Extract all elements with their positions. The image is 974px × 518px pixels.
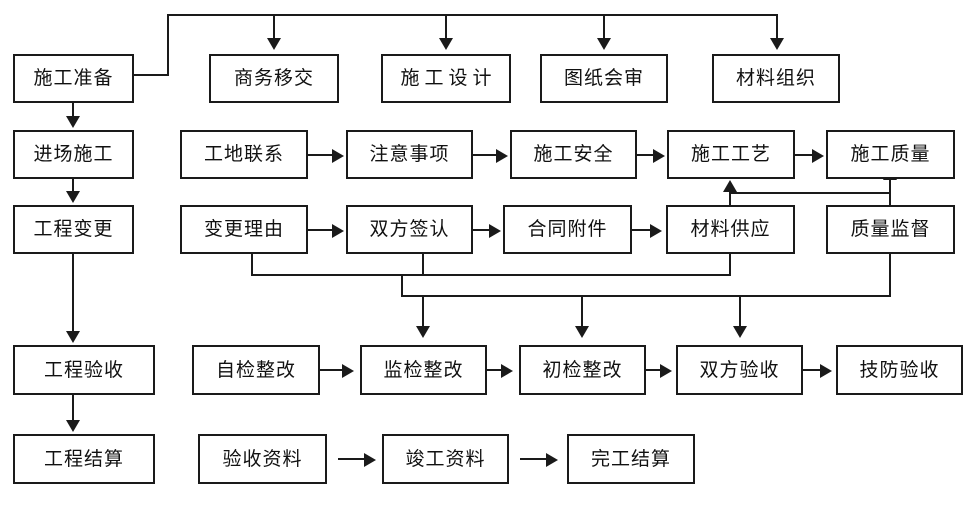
node-contract-attachment[interactable]: 合同附件 (503, 205, 632, 254)
connector-acceptance-to-settlement (72, 372, 74, 422)
arrow-to-supervision-rectify-chain (342, 364, 354, 378)
arrow-to-construction-quality (812, 149, 824, 163)
node-acceptance-documents[interactable]: 验收资料 (198, 434, 327, 484)
connector-acceptdoc-to-completiondoc (338, 458, 366, 460)
node-material-supply[interactable]: 材料供应 (666, 205, 795, 254)
connector-mid-bus-lower-left-riser (401, 274, 403, 296)
connector-mid-bus-lower (401, 295, 891, 297)
node-notice-items[interactable]: 注意事项 (346, 130, 473, 179)
connector-supply-drop (729, 254, 731, 276)
node-site-contact[interactable]: 工地联系 (180, 130, 308, 179)
node-technical-defense-acceptance[interactable]: 技防验收 (836, 345, 963, 395)
arrow-to-engineering-change (66, 191, 80, 203)
connector-notice-to-safety (473, 154, 498, 156)
arrow-to-tech-acceptance (820, 364, 832, 378)
arrow-to-final-settlement (546, 453, 558, 467)
connector-technique-to-quality (795, 154, 814, 156)
connector-bus-to-supervision-rectify (422, 295, 424, 328)
connector-self-to-supervision (320, 369, 344, 371)
connector-change-to-acceptance (72, 231, 74, 333)
connector-site-to-notice (308, 154, 334, 156)
node-self-inspection-rectify[interactable]: 自检整改 (192, 345, 320, 395)
connector-bus-to-initial-rectify (581, 295, 583, 328)
connector-bus-to-drawing (603, 14, 605, 40)
arrow-to-both-party-acceptance (733, 326, 747, 338)
node-completion-documents[interactable]: 竣工资料 (382, 434, 509, 484)
arrow-to-engineering-settlement (66, 420, 80, 432)
connector-top-bus (167, 14, 778, 16)
node-engineering-acceptance[interactable]: 工程验收 (13, 345, 155, 395)
connector-supervise-riser (889, 180, 891, 205)
node-both-party-acceptance[interactable]: 双方验收 (676, 345, 803, 395)
arrow-to-material-organize (770, 38, 784, 50)
arrow-to-initial-rectify-chain (501, 364, 513, 378)
connector-bus-to-design (445, 14, 447, 40)
node-drawing-review[interactable]: 图纸会审 (540, 54, 668, 103)
arrow-to-construction-design (439, 38, 453, 50)
arrow-to-supervision-rectify (416, 326, 430, 338)
connector-bus-to-both-party-acceptance (739, 295, 741, 328)
node-construction-technique[interactable]: 施工工艺 (667, 130, 795, 179)
arrow-to-technique-from-supply (723, 180, 737, 192)
node-engineering-settlement[interactable]: 工程结算 (13, 434, 155, 484)
node-supervision-inspection-rectify[interactable]: 监检整改 (360, 345, 487, 395)
arrow-to-completion-documents (364, 453, 376, 467)
arrow-to-both-party-acceptance-chain (660, 364, 672, 378)
arrow-to-contract-attachment (489, 224, 501, 238)
node-construction-safety[interactable]: 施工安全 (510, 130, 637, 179)
arrow-to-engineering-acceptance (66, 331, 80, 343)
node-construction-design[interactable]: 施工设计 (381, 54, 511, 103)
arrow-to-entry-construction (66, 116, 80, 128)
node-material-organization[interactable]: 材料组织 (712, 54, 840, 103)
connector-signoff-drop (422, 254, 424, 276)
connector-completiondoc-to-finalsettle (520, 458, 548, 460)
node-construction-preparation[interactable]: 施工准备 (13, 54, 134, 103)
connector-bus-to-material (776, 14, 778, 40)
node-business-transfer[interactable]: 商务移交 (209, 54, 339, 103)
arrow-to-initial-rectify (575, 326, 589, 338)
connector-contract-to-supply (632, 229, 652, 231)
node-change-reason[interactable]: 变更理由 (180, 205, 308, 254)
node-engineering-change[interactable]: 工程变更 (13, 205, 134, 254)
connector-reason-drop (251, 254, 253, 276)
connector-mid-bus-upper (251, 274, 731, 276)
connector-quality-supervise-bar (729, 192, 891, 194)
node-initial-inspection-rectify[interactable]: 初检整改 (519, 345, 646, 395)
node-both-party-signoff[interactable]: 双方签认 (346, 205, 473, 254)
connector-both-to-tech (803, 369, 822, 371)
arrow-to-construction-safety (496, 149, 508, 163)
arrow-to-both-party-signoff (332, 224, 344, 238)
node-construction-quality[interactable]: 施工质量 (826, 130, 955, 179)
connector-bus-to-business (273, 14, 275, 40)
arrow-to-material-supply (650, 224, 662, 238)
connector-supervision-to-initial (487, 369, 503, 371)
connector-reason-to-signoff (308, 229, 334, 231)
connector-prep-riser (167, 14, 169, 76)
node-final-settlement[interactable]: 完工结算 (567, 434, 695, 484)
connector-safety-to-technique (637, 154, 655, 156)
arrow-to-drawing-review (597, 38, 611, 50)
arrow-to-business-transfer (267, 38, 281, 50)
node-quality-supervision[interactable]: 质量监督 (826, 205, 955, 254)
connector-supervise-drop (889, 254, 891, 296)
connector-supply-riser (729, 192, 731, 205)
node-entry-construction[interactable]: 进场施工 (13, 130, 134, 179)
connector-initial-to-both (646, 369, 662, 371)
arrow-to-notice-items (332, 149, 344, 163)
arrow-to-construction-technique (653, 149, 665, 163)
connector-prep-out-horizontal (133, 74, 169, 76)
connector-signoff-to-contract (473, 229, 491, 231)
